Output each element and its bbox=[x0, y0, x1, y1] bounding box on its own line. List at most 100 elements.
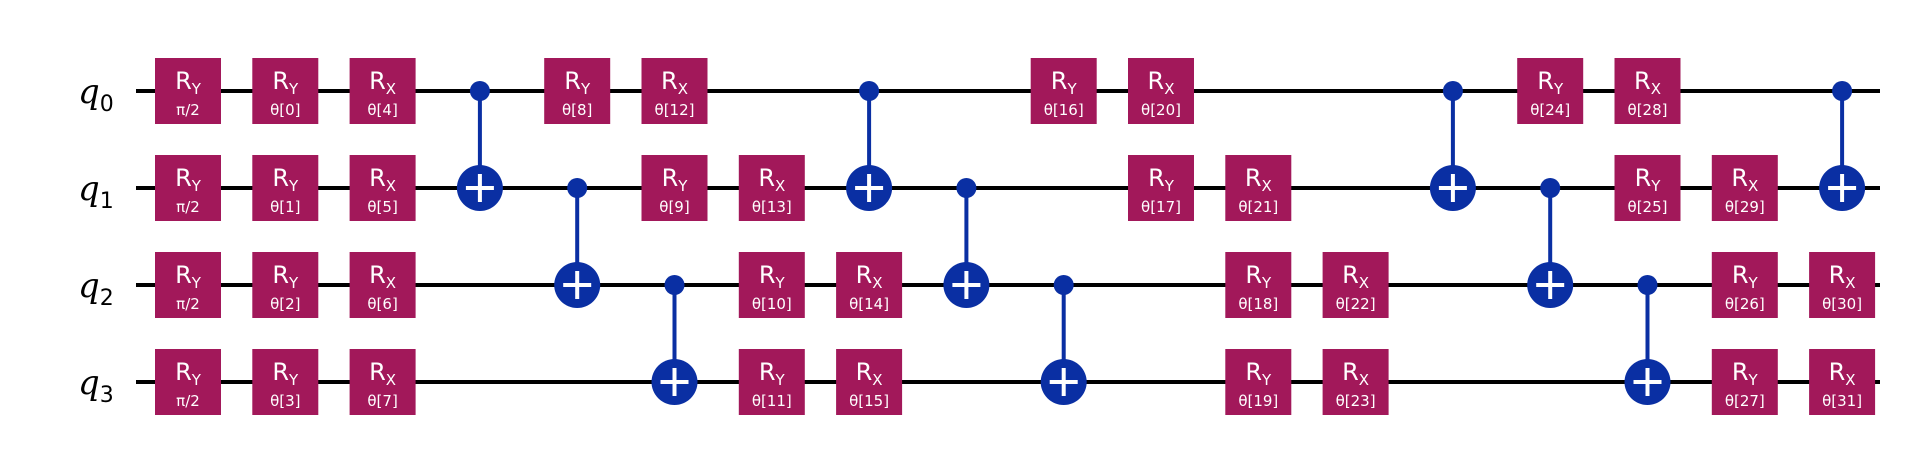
rotation-gate[interactable]: RXθ[20] bbox=[1128, 58, 1194, 124]
gate-axis: Y bbox=[288, 274, 299, 292]
gate-parameter: π/2 bbox=[176, 101, 200, 119]
qubit-index: 3 bbox=[100, 383, 114, 408]
rotation-gate[interactable]: RYθ[1] bbox=[252, 155, 319, 221]
rotation-gate[interactable]: RYθ[25] bbox=[1614, 155, 1681, 221]
gate-letter: R bbox=[1342, 358, 1359, 386]
cnot-gate[interactable] bbox=[1819, 81, 1866, 211]
rotation-gate[interactable]: RXθ[21] bbox=[1225, 155, 1292, 221]
rotation-gate[interactable]: RYθ[9] bbox=[641, 155, 708, 221]
qubit-letter: q bbox=[78, 363, 100, 403]
gate-letter: R bbox=[759, 358, 776, 386]
rotation-gate[interactable]: RYθ[16] bbox=[1030, 58, 1097, 124]
rotation-gate[interactable]: RYθ[2] bbox=[252, 252, 319, 318]
rotation-gate[interactable]: RXθ[22] bbox=[1322, 252, 1389, 318]
rotation-gate[interactable]: RYθ[8] bbox=[544, 58, 611, 124]
gate-letter: R bbox=[1245, 358, 1262, 386]
rotation-gate[interactable]: RXθ[5] bbox=[349, 155, 416, 221]
gate-box bbox=[349, 349, 416, 415]
gate-box bbox=[1322, 252, 1389, 318]
gate-parameter: θ[26] bbox=[1725, 295, 1765, 313]
cnot-gate[interactable] bbox=[651, 275, 698, 405]
gate-parameter: θ[14] bbox=[849, 295, 889, 313]
gate-box bbox=[1614, 58, 1681, 124]
rotation-gate[interactable]: RYπ/2 bbox=[155, 349, 221, 415]
target-plus-icon bbox=[554, 262, 601, 308]
gate-box bbox=[1711, 155, 1778, 221]
rotation-gate[interactable]: RYθ[19] bbox=[1225, 349, 1292, 415]
gate-parameter: θ[6] bbox=[367, 295, 397, 313]
rotation-gate[interactable]: RXθ[13] bbox=[738, 155, 805, 221]
gate-letter: R bbox=[272, 261, 289, 289]
gate-name: RX bbox=[369, 358, 396, 389]
gate-axis: Y bbox=[1553, 80, 1564, 98]
gate-name: RX bbox=[369, 261, 396, 292]
gate-box bbox=[544, 58, 611, 124]
gate-name: RX bbox=[1829, 358, 1856, 389]
gate-parameter: θ[2] bbox=[270, 295, 300, 313]
rotation-gate[interactable]: RX θ[31] bbox=[1809, 349, 1876, 415]
gate-box bbox=[155, 252, 221, 318]
gate-name: RX bbox=[856, 358, 883, 389]
rotation-gate[interactable]: RY θ[17] bbox=[1128, 155, 1194, 221]
gate-parameter: θ[16] bbox=[1044, 101, 1084, 119]
rotation-gate[interactable]: RYθ[18] bbox=[1225, 252, 1292, 318]
cnot-gate[interactable] bbox=[1040, 275, 1087, 405]
gate-name: RX bbox=[758, 164, 785, 195]
rotation-gate[interactable]: RXθ[4] bbox=[349, 58, 416, 124]
cnot-gate[interactable] bbox=[1624, 275, 1671, 405]
gate-box bbox=[155, 349, 221, 415]
gate-name: RY bbox=[1148, 164, 1175, 195]
rotation-gate[interactable]: RXθ[23] bbox=[1322, 349, 1389, 415]
gate-letter: R bbox=[1148, 67, 1165, 95]
gate-box bbox=[155, 58, 221, 124]
rotation-gate[interactable]: RX θ[6] bbox=[349, 252, 416, 318]
rotation-gate[interactable]: RXθ[29] bbox=[1711, 155, 1778, 221]
gate-letter: R bbox=[175, 67, 192, 95]
gate-box bbox=[1225, 252, 1292, 318]
gate-letter: R bbox=[662, 164, 679, 192]
gate-axis: Y bbox=[191, 80, 202, 98]
cnot-gate[interactable] bbox=[943, 178, 990, 308]
cnot-gate[interactable] bbox=[554, 178, 601, 308]
control-dot bbox=[469, 81, 490, 101]
rotation-gate[interactable]: RYθ[0] bbox=[252, 58, 319, 124]
rotation-gate[interactable]: RYθ[3] bbox=[252, 349, 319, 415]
gate-axis: Y bbox=[775, 371, 786, 389]
rotation-gate[interactable]: RXθ[15] bbox=[836, 349, 903, 415]
rotation-gate[interactable]: RYθ[27] bbox=[1711, 349, 1778, 415]
cnot-gate[interactable] bbox=[1429, 81, 1476, 211]
gate-box bbox=[738, 349, 805, 415]
control-dot bbox=[664, 275, 685, 295]
rotation-gate[interactable]: RXθ[30] bbox=[1809, 252, 1876, 318]
gate-parameter: θ[3] bbox=[270, 392, 300, 410]
rotation-gate[interactable]: RYθ[11] bbox=[738, 349, 805, 415]
rotation-gate[interactable]: RXθ[7] bbox=[349, 349, 416, 415]
rotation-gate[interactable]: RYθ[10] bbox=[738, 252, 805, 318]
gate-box bbox=[1809, 252, 1876, 318]
gate-axis: X bbox=[872, 274, 882, 292]
gate-letter: R bbox=[759, 261, 776, 289]
gate-parameter: θ[31] bbox=[1822, 392, 1862, 410]
rotation-gate[interactable]: RYπ/2 bbox=[155, 58, 221, 124]
gate-name: RX bbox=[1148, 67, 1175, 98]
gate-letter: R bbox=[272, 164, 289, 192]
gate-layer: RYπ/2RYπ/2RYπ/2RYπ/2RYθ[0]RYθ[1]RYθ[2]RY… bbox=[155, 58, 1876, 415]
gate-name: RY bbox=[1537, 67, 1564, 98]
rotation-gate[interactable]: RYθ[26] bbox=[1711, 252, 1778, 318]
cnot-gate[interactable] bbox=[846, 81, 893, 211]
gate-box bbox=[1809, 349, 1876, 415]
qubit-index: 1 bbox=[100, 189, 114, 214]
rotation-gate[interactable]: RYθ[24] bbox=[1517, 58, 1584, 124]
cnot-gate[interactable] bbox=[456, 81, 503, 211]
gate-letter: R bbox=[1635, 164, 1652, 192]
gate-letter: R bbox=[1342, 261, 1359, 289]
rotation-gate[interactable]: RYπ/2 bbox=[155, 155, 221, 221]
rotation-gate[interactable]: RXθ[28] bbox=[1614, 58, 1681, 124]
qubit-wires bbox=[136, 89, 1880, 384]
cnot-gate[interactable] bbox=[1527, 178, 1574, 308]
rotation-gate[interactable]: RXθ[12] bbox=[641, 58, 708, 124]
gate-axis: Y bbox=[191, 177, 202, 195]
rotation-gate[interactable]: RXθ[14] bbox=[836, 252, 903, 318]
rotation-gate[interactable]: RYπ/2 bbox=[155, 252, 221, 318]
gate-parameter: θ[17] bbox=[1141, 198, 1181, 216]
